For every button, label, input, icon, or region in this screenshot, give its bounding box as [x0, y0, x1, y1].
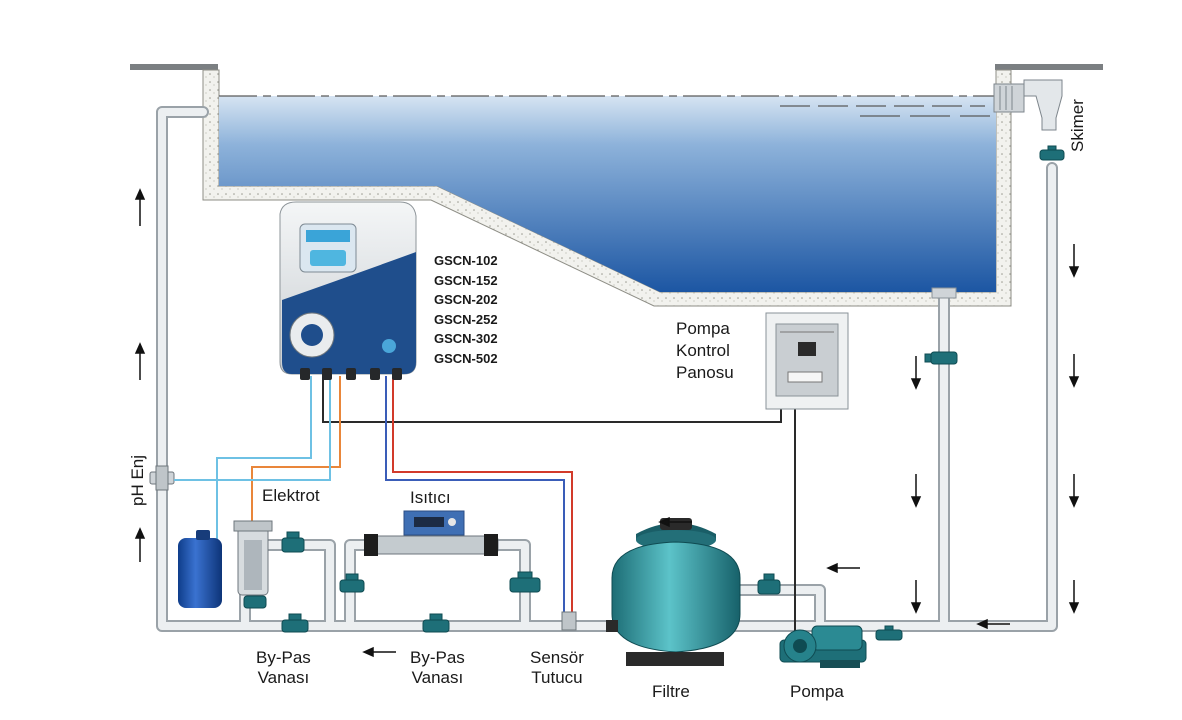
ground-lines	[130, 64, 1103, 70]
valve-icon	[757, 573, 781, 595]
flow-arrows	[134, 188, 1080, 658]
valve-icon	[281, 531, 305, 553]
model-item: GSCN-502	[434, 350, 498, 366]
model-item: GSCN-302	[434, 331, 498, 346]
wire-lightblue	[216, 376, 312, 540]
arrow-left-icon	[976, 618, 1010, 630]
main-drain	[931, 287, 957, 299]
arrow-down-icon	[1068, 354, 1080, 388]
wire-orange	[251, 376, 341, 524]
valve-icon	[509, 571, 541, 593]
arrow-down-icon	[910, 580, 922, 614]
valves	[243, 145, 1065, 641]
arrow-down-icon	[1068, 244, 1080, 278]
label-filtre: Filtre	[652, 682, 690, 701]
model-item: GSCN-202	[434, 292, 498, 307]
model-list: GSCN-102 GSCN-152 GSCN-202 GSCN-252 GSCN…	[434, 251, 498, 368]
model-item: GSCN-102	[434, 253, 498, 268]
wire-lightblue-inj	[174, 376, 331, 481]
arrow-down-icon	[1068, 474, 1080, 508]
filter-tank-icon	[606, 518, 741, 666]
arrow-down-icon	[910, 356, 922, 390]
arrow-left-icon	[362, 646, 396, 658]
wire-red	[392, 376, 573, 612]
control-panel-icon	[765, 312, 849, 410]
arrow-left-icon	[826, 562, 860, 574]
arrow-down-icon	[910, 474, 922, 508]
valve-icon	[1039, 145, 1065, 161]
skimmer-icon	[993, 79, 1063, 131]
label-bypass-mid: By-Pas Vanası	[410, 648, 465, 687]
arrow-up-icon	[134, 342, 146, 380]
sensor-holder	[561, 611, 577, 631]
wire-black	[322, 368, 782, 423]
label-pompa: Pompa	[790, 682, 844, 701]
label-skimer: Skimer	[1068, 99, 1087, 152]
arrow-left-icon	[658, 516, 692, 528]
water-surface-lines	[219, 95, 996, 117]
wire-blue	[385, 376, 565, 612]
arrow-up-icon	[134, 527, 146, 562]
chlorinator-device-icon	[279, 201, 417, 380]
arrow-up-icon	[134, 188, 146, 226]
model-item: GSCN-152	[434, 272, 498, 288]
valve-icon	[339, 573, 365, 593]
chemical-tank-icon	[178, 530, 222, 608]
label-pompa-kontrol-panosu: Pompa Kontrol Panosu	[676, 319, 734, 382]
valve-icon	[281, 613, 309, 633]
ph-injection-fitting	[149, 465, 175, 491]
label-isitici: Isıtıcı	[410, 488, 451, 507]
label-sensor-tutucu: Sensör Tutucu	[530, 648, 584, 687]
valve-icon	[875, 625, 903, 641]
wiring	[174, 368, 796, 636]
electrode-housing	[233, 520, 273, 596]
label-bypass-left: By-Pas Vanası	[256, 648, 311, 687]
valve-icon	[422, 613, 450, 633]
label-ph-enj: pH Enj	[128, 454, 147, 506]
label-elektrot: Elektrot	[262, 486, 320, 505]
pump-icon	[779, 625, 867, 668]
valve-icon	[924, 351, 958, 365]
arrow-down-icon	[1068, 580, 1080, 614]
heater-icon	[364, 510, 499, 556]
model-item: GSCN-252	[434, 311, 498, 327]
pool-water	[219, 96, 996, 292]
